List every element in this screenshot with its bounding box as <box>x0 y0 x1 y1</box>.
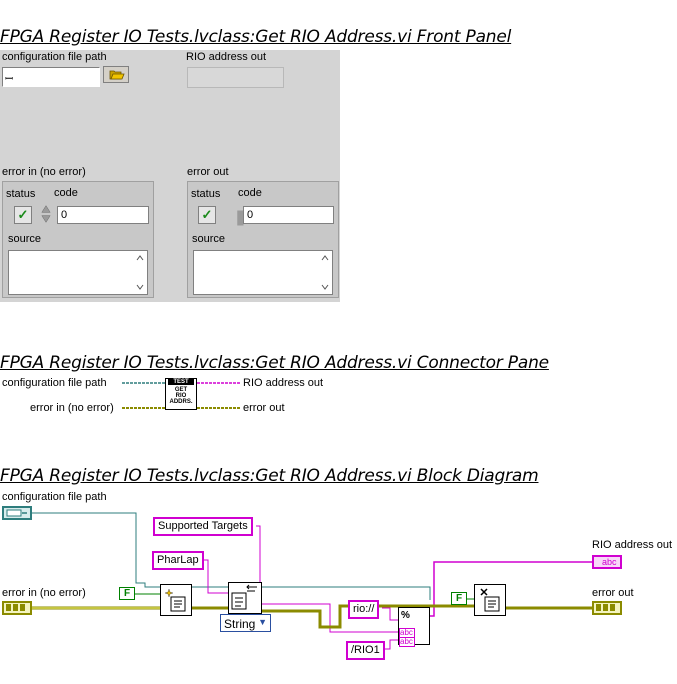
error-in-status-checkbox[interactable]: ✓ <box>14 206 32 224</box>
connector-pane-title: FPGA Register IO Tests.lvclass:Get RIO A… <box>0 353 549 373</box>
rio-address-out-label: RIO address out <box>186 51 267 63</box>
read-key-icon <box>231 584 257 610</box>
bd-rio-address-abc: abc <box>602 557 617 567</box>
error-cluster-icon <box>6 604 25 611</box>
false-constant-1[interactable]: F <box>119 587 135 600</box>
error-in-label: error in (no error) <box>2 166 86 178</box>
cp-rio-address-out-label: RIO address out <box>243 377 324 389</box>
error-in-source-input[interactable] <box>8 250 148 295</box>
browse-folder-button[interactable] <box>103 66 129 83</box>
bd-config-path-label: configuration file path <box>2 491 107 503</box>
error-in-code-input[interactable]: 0 <box>57 206 149 224</box>
rio-suffix-constant[interactable]: /RIO1 <box>346 641 385 660</box>
type-selector[interactable]: String ▼ <box>220 614 271 632</box>
error-out-code-indicator: 0 <box>243 206 334 224</box>
vi-icon-line-rio: RIO <box>175 393 187 399</box>
supported-targets-constant[interactable]: Supported Targets <box>153 517 253 536</box>
format-into-string-node[interactable]: % abc abc <box>398 607 430 647</box>
vi-icon-line-addrs: ADDRS. <box>169 399 193 405</box>
error-in-code-stepper[interactable] <box>41 203 51 225</box>
error-out-code-label: code <box>238 187 262 199</box>
cp-error-out-label: error out <box>243 402 285 414</box>
bd-config-path-terminal[interactable] <box>2 506 32 520</box>
format-icon: % <box>401 610 410 621</box>
error-out-status-indicator: ✓ <box>198 206 216 224</box>
config-path-input[interactable]: ꟷ <box>2 67 100 87</box>
bd-error-out-terminal[interactable] <box>592 601 622 615</box>
path-terminal-icon <box>6 509 27 517</box>
read-key-node[interactable] <box>228 582 262 614</box>
error-in-source-label: source <box>8 233 42 245</box>
folder-icon <box>109 70 125 80</box>
rio-address-out-indicator <box>187 67 284 88</box>
bd-rio-address-out-terminal[interactable]: abc <box>592 555 622 569</box>
path-type-icon: ꟷ <box>5 74 14 85</box>
error-out-source-label: source <box>192 233 226 245</box>
bd-error-in-label: error in (no error) <box>2 587 86 599</box>
error-out-source-indicator <box>193 250 333 295</box>
error-out-code-marker <box>237 210 244 226</box>
chevron-down-icon: ▼ <box>258 617 267 627</box>
bd-error-in-terminal[interactable] <box>2 601 32 615</box>
open-config-icon <box>164 588 186 612</box>
open-config-node[interactable] <box>160 584 192 616</box>
error-in-cluster: status code ✓ 0 source <box>2 181 154 298</box>
error-in-code-label: code <box>54 187 78 199</box>
front-panel-title: FPGA Register IO Tests.lvclass:Get RIO A… <box>0 27 512 47</box>
error-out-cluster: status code ✓ 0 source <box>187 181 339 298</box>
vi-icon-line-get: GET <box>174 387 188 393</box>
bd-rio-address-out-label: RIO address out <box>592 539 673 551</box>
vi-icon-test-banner: TEST <box>168 379 194 385</box>
type-selector-value: String <box>224 617 256 631</box>
close-config-icon <box>480 588 500 612</box>
error-in-source-scrollbar[interactable] <box>133 251 147 294</box>
cp-config-path-label: configuration file path <box>2 377 107 389</box>
error-out-source-scrollbar[interactable] <box>318 251 332 294</box>
error-out-status-label: status <box>191 188 221 200</box>
block-diagram-title: FPGA Register IO Tests.lvclass:Get RIO A… <box>0 466 539 486</box>
config-path-label: configuration file path <box>2 51 107 63</box>
error-in-status-label: status <box>6 188 36 200</box>
rio-prefix-constant[interactable]: rio:// <box>348 600 380 619</box>
abc-input-2: abc <box>399 637 415 647</box>
close-config-node[interactable] <box>474 584 506 616</box>
error-out-label: error out <box>187 166 229 178</box>
bd-error-out-label: error out <box>592 587 634 599</box>
pharlap-constant[interactable]: PharLap <box>152 551 204 570</box>
cp-error-in-label: error in (no error) <box>30 402 114 414</box>
false-constant-2[interactable]: F <box>451 592 467 605</box>
error-cluster-icon <box>596 604 615 611</box>
vi-icon: TEST GET RIO ADDRS. <box>165 378 197 410</box>
